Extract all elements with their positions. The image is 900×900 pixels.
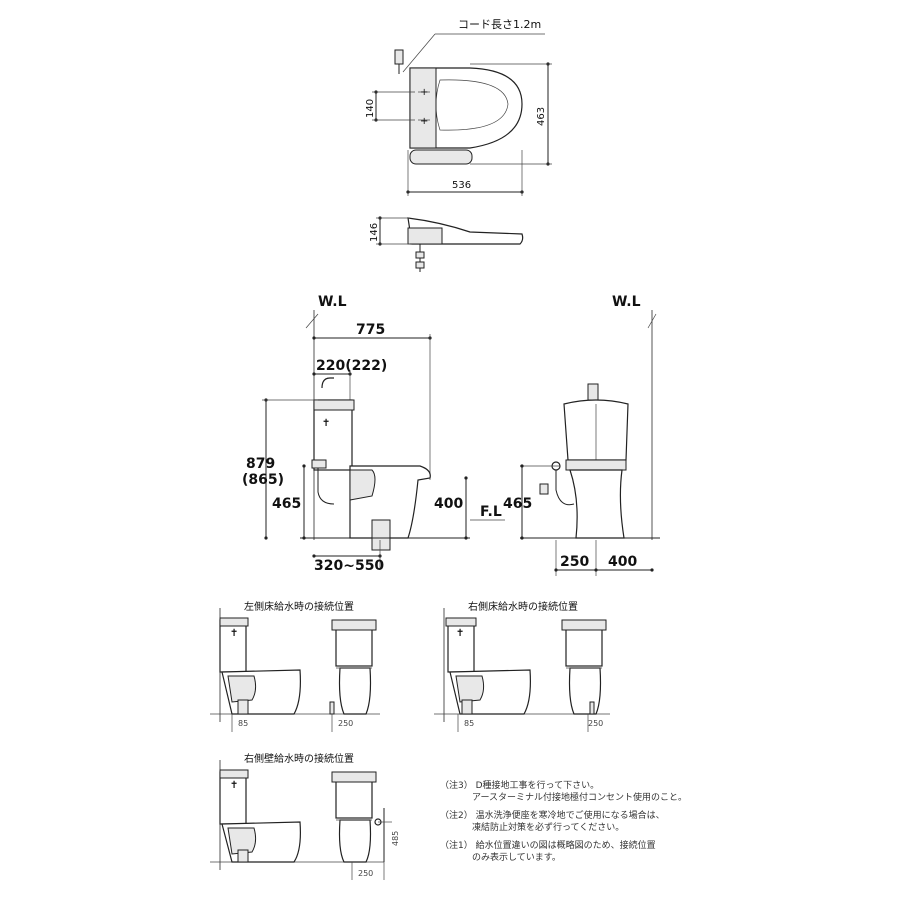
front-center-dim: 400 (608, 554, 637, 570)
svg-text:✝: ✝ (230, 780, 238, 791)
note-2-line1: （注2） 温水洗浄便座を寒冷地でご使用になる場合は、 (440, 809, 665, 821)
screw-pitch-dim: 140 (365, 99, 376, 118)
detail-1-dim-a: 85 (238, 719, 248, 728)
front-wall-label: W.L (612, 294, 641, 310)
front-supply-height-dim: 465 (503, 496, 532, 512)
floor-label: F.L (480, 504, 502, 520)
side-total-height-line2: (865) (242, 472, 284, 488)
seat-depth-dim: 463 (536, 107, 547, 126)
seat-width-dim: 536 (452, 180, 471, 191)
side-drain-range-dim: 320~550 (314, 558, 384, 574)
seat-plan-view: コード長さ1.2m + + 140 463 536 (365, 18, 552, 196)
side-supply-height-dim: 465 (272, 496, 301, 512)
side-tank (313, 399, 353, 471)
note-1-line2: のみ表示しています。 (472, 851, 561, 863)
svg-text:✝: ✝ (230, 628, 238, 639)
note-3-line2: アースターミナル付接地極付コンセント使用のこと。 (472, 791, 687, 803)
side-length-dim: 775 (356, 322, 385, 338)
toilet-front-view: W.L 465 250 400 (503, 294, 660, 576)
detail-right-wall-supply: 右側壁給水時の接続位置 ✝ 485 250 (210, 752, 400, 880)
note-2-line2: 凍結防止対策を必ず行ってください。 (472, 821, 624, 833)
svg-text:+: + (420, 116, 428, 127)
note-1-line1: （注1） 給水位置違いの図は概略図のため、接続位置 (440, 839, 656, 851)
detail-right-floor-supply: 右側床給水時の接続位置 ✝ 85 250 (434, 600, 610, 732)
cord-length-label: コード長さ1.2m (458, 18, 541, 31)
detail-3-dim-b: 250 (358, 869, 373, 878)
detail-2-dim-b: 250 (588, 719, 603, 728)
front-bowl (569, 469, 625, 539)
front-supply-offset-dim: 250 (560, 554, 589, 570)
toilet-side-view: W.L 775 220(222) ✝ 879 (865) 465 400 (242, 294, 505, 574)
svg-text:+: + (420, 87, 428, 98)
svg-text:✝: ✝ (456, 628, 464, 639)
detail-left-floor-supply: 左側床給水時の接続位置 ✝ 85 250 (210, 600, 380, 732)
seat-side-view: 146 (369, 216, 524, 272)
seat-height-dim: 146 (369, 223, 380, 242)
detail-3-dim-a: 485 (391, 831, 400, 846)
detail-2-title: 右側床給水時の接続位置 (468, 600, 578, 613)
detail-1-dim-b: 250 (338, 719, 353, 728)
side-total-height-line1: 879 (246, 456, 275, 472)
side-wall-label: W.L (318, 294, 347, 310)
note-3-line1: （注3） D種接地工事を行って下さい。 (440, 779, 599, 791)
detail-1-title: 左側床給水時の接続位置 (244, 600, 354, 613)
side-tank-depth-dim: 220(222) (316, 358, 387, 374)
notes: （注3） D種接地工事を行って下さい。 アースターミナル付接地極付コンセント使用… (440, 779, 687, 863)
side-bowl-height-dim: 400 (434, 496, 463, 512)
detail-3-title: 右側壁給水時の接続位置 (244, 752, 354, 765)
svg-text:✝: ✝ (322, 418, 330, 429)
detail-2-dim-a: 85 (464, 719, 474, 728)
